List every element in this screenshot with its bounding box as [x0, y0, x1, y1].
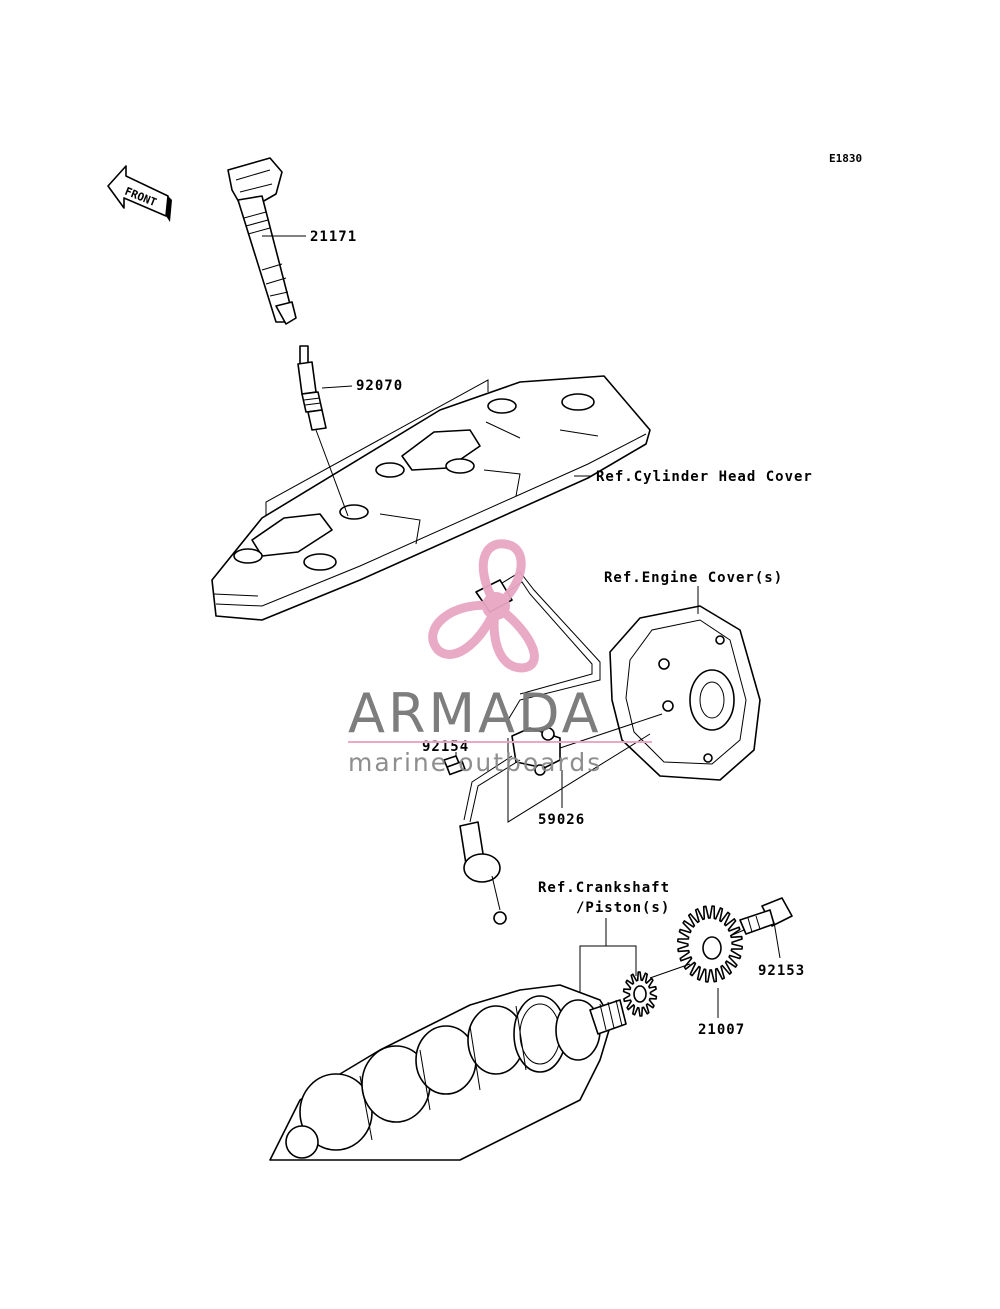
- ref-crankshaft-line2: /Piston(s): [576, 900, 670, 916]
- ref-cylinder-head-cover: Ref.Cylinder Head Cover: [596, 469, 813, 485]
- watermark-tagline: marine outboards: [348, 748, 602, 777]
- bolt-92154: [443, 755, 466, 776]
- callout-21171: 21171: [310, 229, 357, 245]
- callout-92153: 92153: [758, 963, 805, 979]
- guide-line-3: [485, 421, 521, 439]
- cylinder-head-cover: [211, 375, 651, 621]
- front-arrow-icon: FRONT: [107, 165, 172, 222]
- guide-line-gear: [649, 963, 691, 979]
- watermark-brand: ARMADA: [348, 682, 602, 745]
- timing-rotor: [677, 905, 743, 983]
- spark-plug: [297, 345, 327, 431]
- leader-crankshaft-a: [579, 918, 607, 1018]
- callout-92070: 92070: [356, 378, 403, 394]
- guide-line-sensor: [507, 733, 651, 823]
- crank-gear: [622, 971, 658, 1017]
- bolt-92153: [739, 897, 793, 935]
- ref-crankshaft-line1: Ref.Crankshaft: [538, 880, 670, 896]
- engine-cover: [609, 605, 761, 781]
- propeller-logo-icon: [428, 539, 539, 673]
- ignition-coil: [227, 157, 297, 325]
- ref-engine-cover: Ref.Engine Cover(s): [604, 570, 783, 586]
- callout-59026: 59026: [538, 812, 585, 828]
- guide-line-bolt: [729, 929, 745, 937]
- guide-line-2: [315, 429, 349, 517]
- crankshaft: [269, 984, 627, 1161]
- guide-line-1: [265, 379, 489, 516]
- diagram-code: E1830: [829, 152, 862, 165]
- leader-92153: [773, 921, 781, 959]
- callout-21007: 21007: [698, 1022, 745, 1038]
- watermark: ARMADA marine outboards: [348, 539, 652, 777]
- leader-crankshaft-b: [606, 945, 637, 976]
- leader-92070: [321, 385, 353, 389]
